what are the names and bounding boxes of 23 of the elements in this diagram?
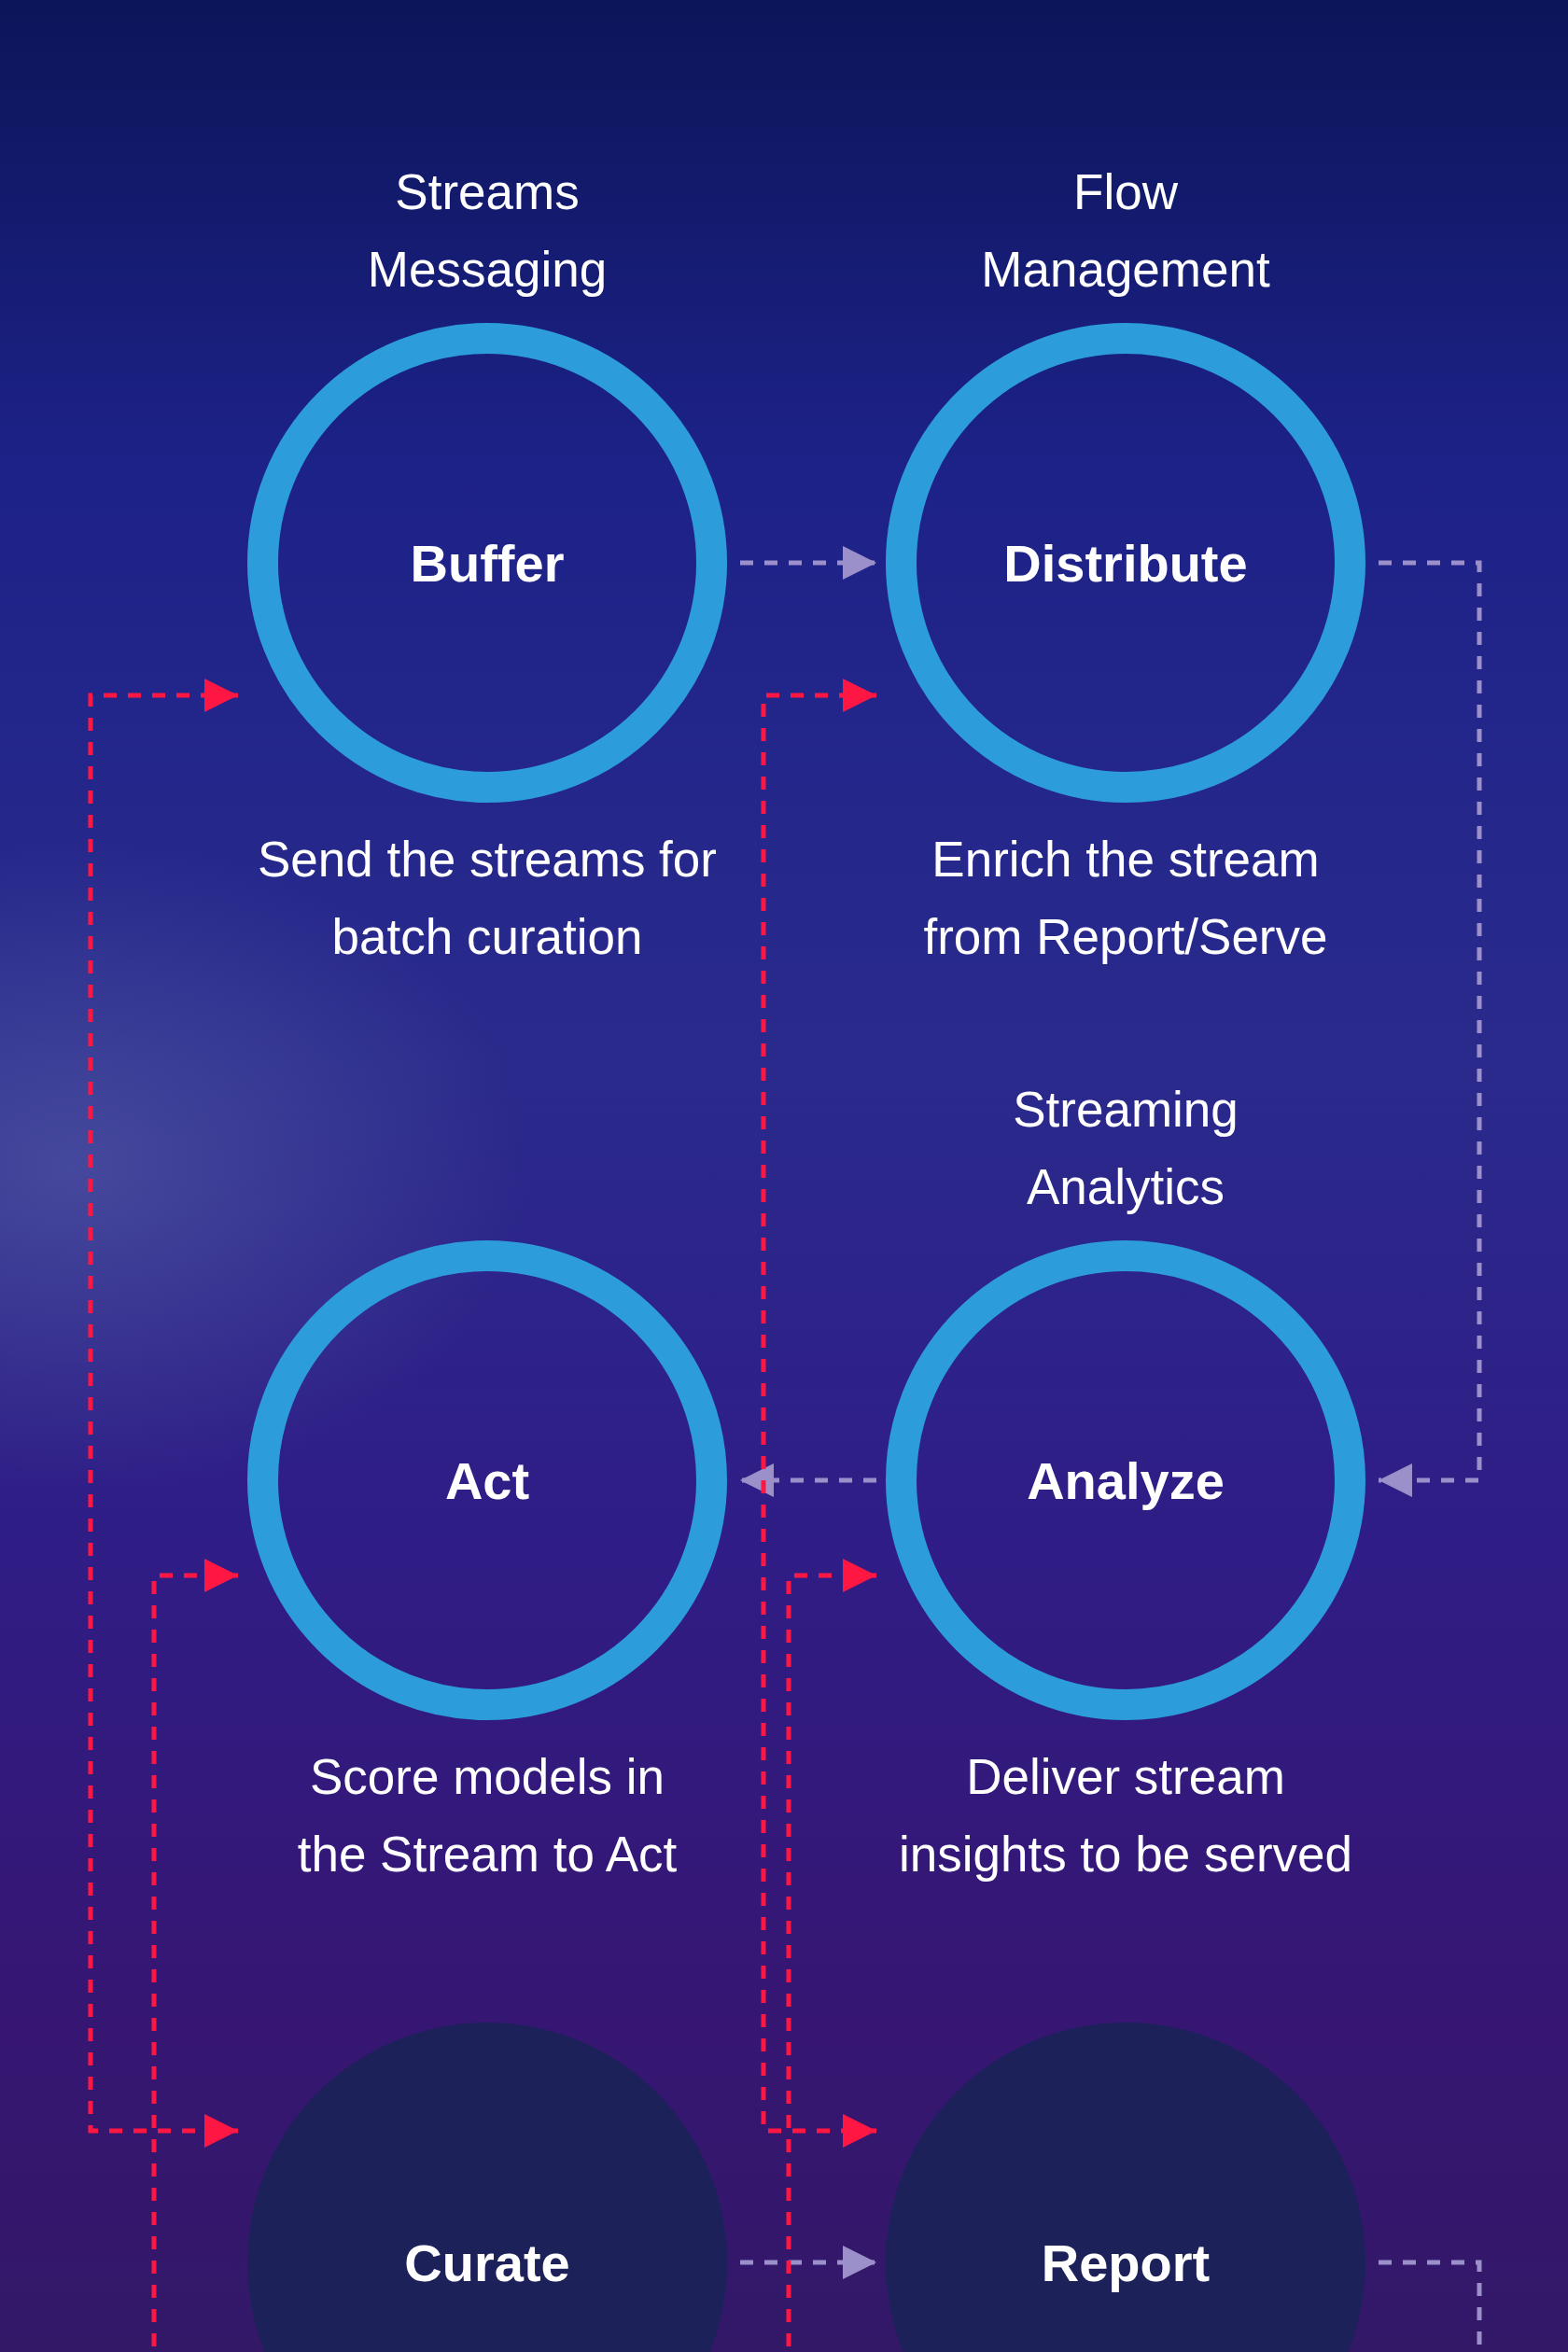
node-label: Report bbox=[1041, 2232, 1211, 2293]
dashed-arrow bbox=[740, 546, 876, 580]
dashed-arrow bbox=[740, 2246, 876, 2279]
node-label: Deliver stream insights to be served bbox=[897, 1748, 1354, 1883]
node-label: Streaming Analytics bbox=[1012, 1081, 1239, 1216]
dashed-arrow bbox=[88, 679, 238, 2148]
dashed-arrow bbox=[740, 1463, 876, 1497]
dashed-arrow bbox=[761, 679, 876, 2148]
node-label: Act bbox=[444, 1449, 530, 1511]
ring-circle bbox=[247, 323, 727, 803]
node-label: Score models in the Stream to Act bbox=[296, 1748, 679, 1883]
node-label: Enrich the stream from Report/Serve bbox=[922, 831, 1329, 966]
ring-circle bbox=[886, 1240, 1365, 1720]
node-label: Distribute bbox=[1003, 532, 1248, 594]
ring-circle bbox=[886, 323, 1365, 803]
node-label: Analyze bbox=[1027, 1449, 1225, 1511]
node-label: Streams Messaging bbox=[366, 163, 609, 299]
node-label: Send the streams for batch curation bbox=[257, 831, 718, 966]
dashed-arrow bbox=[1379, 560, 1482, 1497]
node-label: Buffer bbox=[410, 532, 565, 594]
node-label: Curate bbox=[404, 2232, 570, 2293]
ring-circle bbox=[247, 1240, 727, 1720]
node-label: Flow Management bbox=[980, 163, 1271, 299]
